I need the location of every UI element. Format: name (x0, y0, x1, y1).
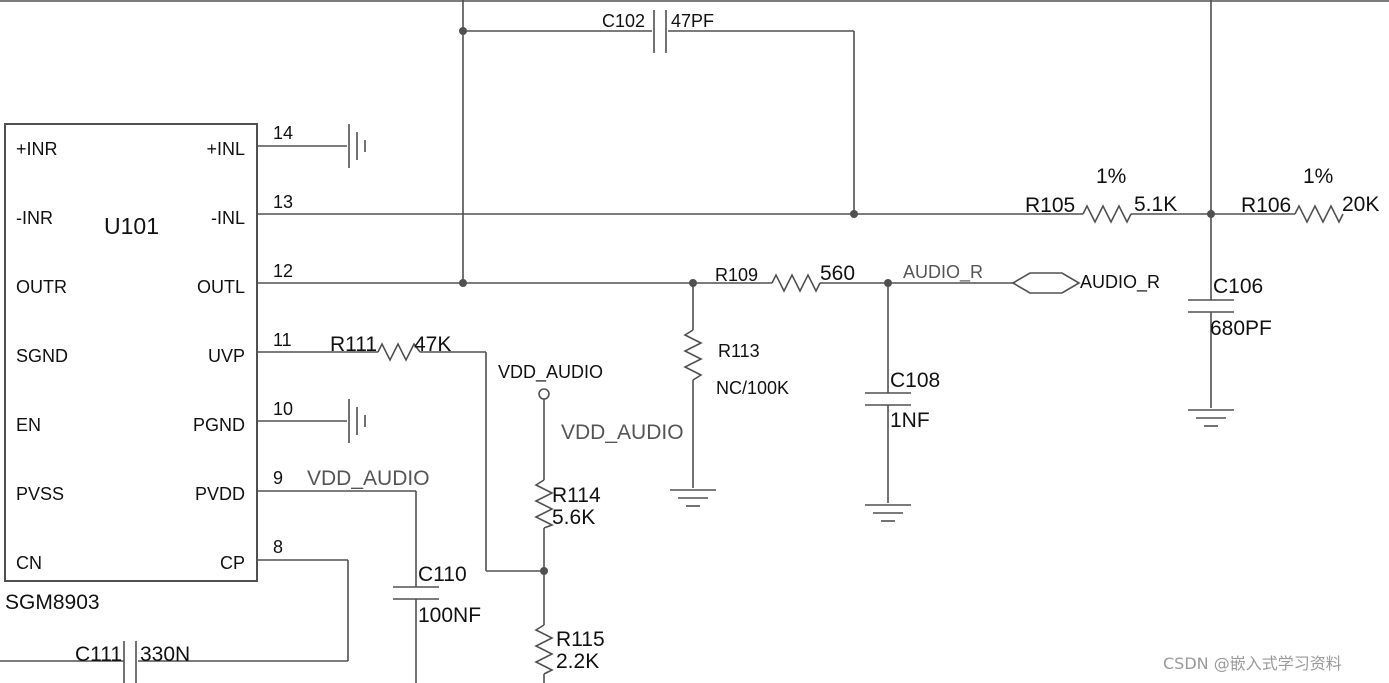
r115-value: 2.2K (556, 650, 599, 673)
pin-label-cn: CN (16, 553, 42, 573)
pin-label-outr: OUTR (16, 277, 67, 297)
pin-number-12: 12 (273, 261, 293, 281)
c110-ref: C110 (418, 563, 467, 586)
pin-label-inr-minus: -INR (16, 208, 53, 228)
pin-label-cp: CP (220, 553, 245, 573)
r111-value: 47K (414, 333, 451, 356)
pin-number-8: 8 (273, 537, 283, 557)
port-label-audio-r: AUDIO_R (1080, 272, 1160, 293)
pin-number-9: 9 (273, 468, 283, 488)
c108-capacitor[interactable]: C108 1NF (865, 283, 940, 522)
r111-ref: R111 (330, 333, 377, 356)
pin-label-outl: OUTL (197, 277, 245, 297)
pin-number-10: 10 (273, 399, 293, 419)
c102-ref: C102 (602, 11, 645, 31)
vdd-audio-port-label: VDD_AUDIO (498, 362, 603, 383)
pin-label-inl-plus: +INL (206, 139, 245, 159)
pin-label-en: EN (16, 415, 41, 435)
ic-part-number: SGM8903 (5, 591, 100, 614)
c111-ref: C111 (75, 643, 122, 666)
c111-value: 330N (140, 643, 190, 666)
vdd-audio-port-terminal[interactable] (538, 388, 550, 400)
pin14-ground-net (257, 124, 366, 168)
r105-tolerance: 1% (1096, 165, 1126, 188)
pin-label-pvdd: PVDD (195, 484, 245, 504)
c108-value: 1NF (890, 409, 930, 432)
junction-outl-c102 (459, 279, 467, 287)
pin-label-uvp: UVP (208, 346, 245, 366)
pin10-ground-net (257, 399, 366, 443)
c102-capacitor[interactable]: C102 47PF (459, 0, 858, 283)
r111-resistor[interactable]: R111 47K (257, 333, 544, 572)
r115-ref: R115 (556, 628, 605, 651)
net-label-vdd-audio-mid: VDD_AUDIO (561, 421, 684, 444)
c102-value: 47PF (671, 11, 714, 31)
r106-ref: R106 (1241, 194, 1291, 217)
r109-value: 560 (820, 262, 855, 285)
pin-number-14: 14 (273, 123, 293, 143)
watermark: CSDN @嵌入式学习资料 (1163, 654, 1342, 673)
r113-ref: R113 (718, 341, 760, 361)
ic-right-pins: +INL -INL OUTL UVP PGND PVDD CP 14 13 12… (193, 123, 293, 573)
r115-resistor[interactable]: R115 2.2K (534, 624, 605, 683)
r114-resistor[interactable]: R114 5.6K (534, 479, 601, 625)
pin-label-pgnd: PGND (193, 415, 245, 435)
junction-1211 (1207, 210, 1215, 218)
r105-ref: R105 (1025, 194, 1075, 217)
r106-tolerance: 1% (1303, 165, 1333, 188)
pin-label-pvss: PVSS (16, 484, 64, 504)
pin-label-inl-minus: -INL (211, 208, 245, 228)
r109-resistor[interactable]: R109 560 (715, 262, 1013, 293)
c110-capacitor[interactable]: C110 100NF (257, 490, 481, 683)
ic-left-pins: +INR -INR OUTR SGND EN PVSS CN (16, 139, 68, 573)
c111-capacitor[interactable]: C111 330N (0, 559, 349, 683)
pin-number-11: 11 (273, 330, 292, 350)
pin-label-inr-plus: +INR (16, 139, 58, 159)
c106-value: 680PF (1210, 317, 1272, 340)
pin-label-sgnd: SGND (16, 346, 68, 366)
r106-resistor[interactable]: R106 20K 1% (1241, 165, 1379, 224)
net-label-vdd-audio-pvdd: VDD_AUDIO (307, 467, 430, 490)
r113-resistor[interactable]: R113 NC/100K (670, 283, 789, 507)
c108-ref: C108 (890, 369, 940, 392)
r106-value: 20K (1342, 193, 1379, 216)
port-audio-r[interactable] (1011, 272, 1081, 294)
net-label-audio-r: AUDIO_R (903, 262, 983, 283)
c106-ref: C106 (1213, 275, 1263, 298)
pin-number-13: 13 (273, 192, 293, 212)
r114-ref: R114 (552, 484, 601, 507)
ic-ref: U101 (104, 213, 159, 239)
c106-capacitor[interactable]: C106 680PF (1188, 275, 1272, 427)
r105-value: 5.1K (1134, 193, 1177, 216)
r114-value: 5.6K (552, 506, 595, 529)
c110-value: 100NF (418, 604, 481, 627)
r113-value: NC/100K (716, 378, 789, 398)
r109-ref: R109 (715, 265, 758, 285)
